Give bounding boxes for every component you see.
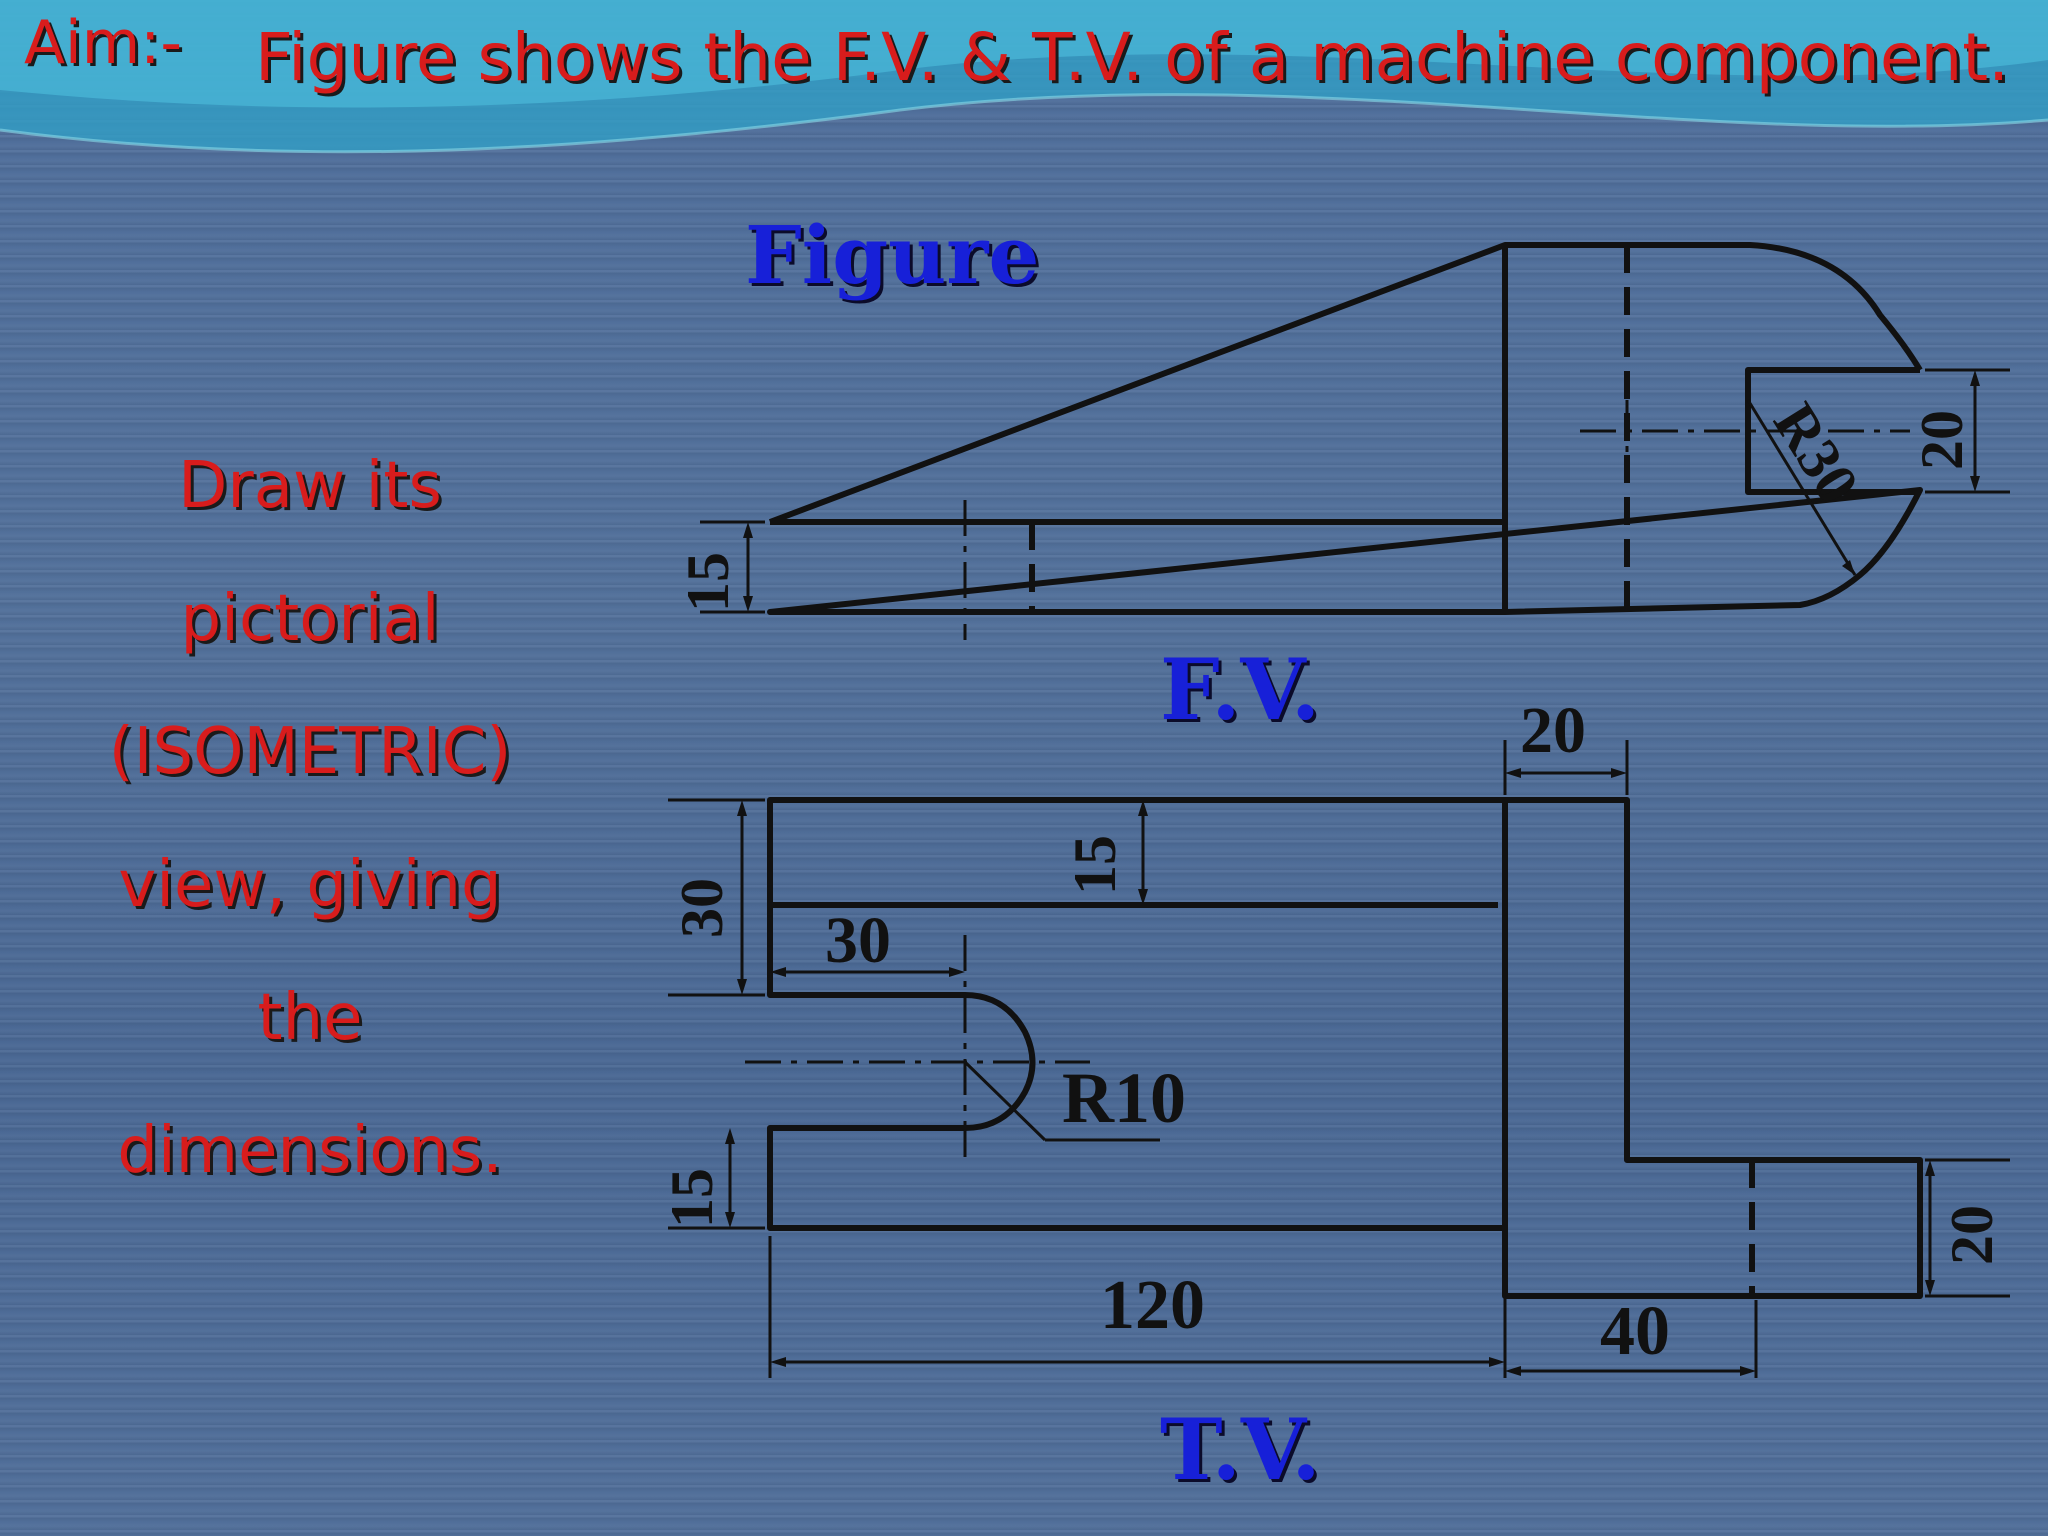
dim-tv-r10: R10 — [1062, 1058, 1186, 1138]
aim-label: Aim:- — [24, 8, 183, 78]
instruction-line: view, giving — [118, 848, 502, 922]
decorative-wave — [0, 0, 2048, 154]
dim-fv-20: 20 — [1909, 410, 1975, 470]
instruction-line: dimensions. — [117, 1114, 503, 1188]
dim-tv-15-bottom: 15 — [659, 1168, 725, 1228]
top-view-label: T.V. — [1160, 1400, 1321, 1499]
dim-tv-30-offset: 30 — [825, 904, 891, 977]
dimension-arrowheads — [725, 370, 1980, 1376]
dimension-labels: 15 20 R30 20 15 30 30 R10 15 120 40 20 — [659, 392, 2005, 1370]
aim-text: Figure shows the F.V. & T.V. of a machin… — [255, 19, 2010, 96]
front-view-dimensions — [700, 368, 2010, 614]
dim-tv-20-top: 20 — [1520, 694, 1586, 767]
instruction-line: pictorial — [180, 582, 440, 656]
dim-tv-15-arm: 15 — [1062, 835, 1128, 895]
instruction-line: (ISOMETRIC) — [108, 715, 512, 789]
front-view-hidden-lines — [1029, 245, 1630, 612]
top-view-outline — [767, 797, 1923, 1299]
instruction-line: Draw its — [178, 449, 442, 523]
dim-tv-20-block: 20 — [1939, 1205, 2005, 1265]
instruction-text: Draw its pictorial (ISOMETRIC) view, giv… — [0, 420, 620, 1218]
top-view-center-lines — [745, 935, 1090, 1160]
front-view-outline — [767, 242, 1923, 615]
front-view-label: F.V. — [1160, 640, 1321, 739]
dim-tv-30-depth: 30 — [669, 878, 735, 938]
instruction-line: the — [257, 981, 363, 1055]
figure-label: Figure — [745, 208, 1040, 302]
dim-fv-15: 15 — [675, 552, 741, 612]
top-view-dimensions — [668, 740, 2010, 1378]
dim-tv-40: 40 — [1600, 1293, 1670, 1370]
front-view-center-lines — [963, 400, 1910, 640]
dim-tv-120: 120 — [1100, 1267, 1205, 1344]
